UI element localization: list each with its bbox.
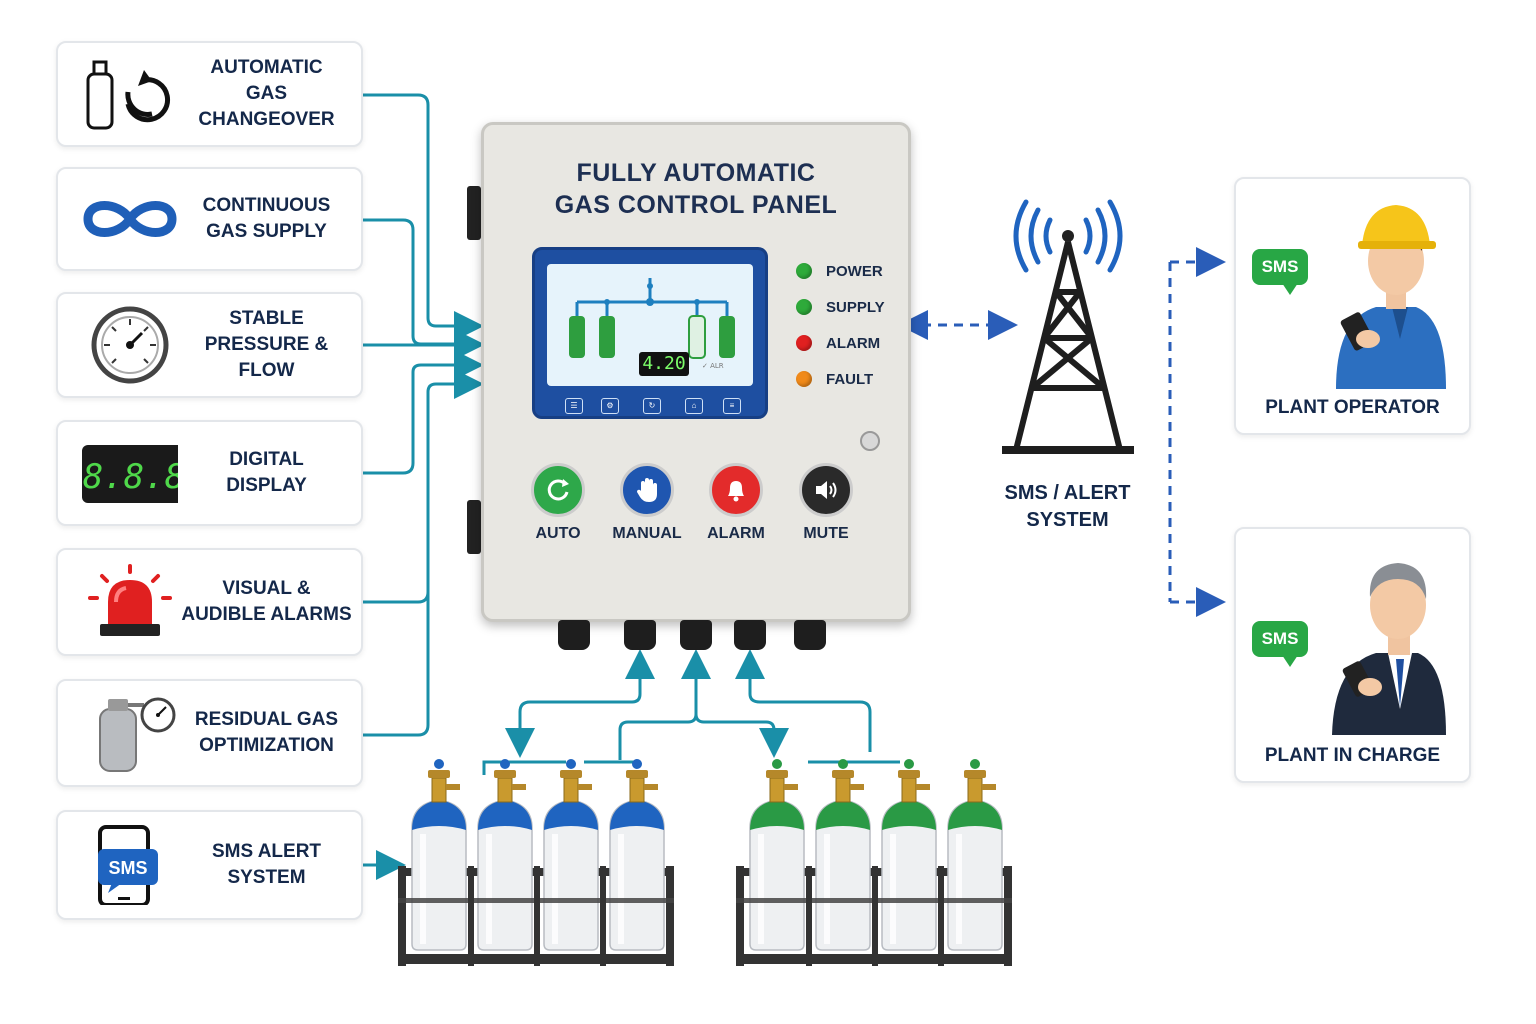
cable-gland-4	[734, 620, 766, 650]
indicator-supply: SUPPLY	[796, 297, 885, 317]
refresh-icon	[547, 479, 569, 501]
gas-cylinder	[947, 759, 1003, 951]
screen-status-tag: ✓ ALR	[702, 362, 724, 370]
fault-led	[796, 371, 812, 387]
panel-key-lock[interactable]	[860, 431, 880, 451]
radio-tower-icon	[1002, 199, 1134, 454]
screen-nav-button-2[interactable]: ⚙	[601, 398, 619, 414]
sms-badge-operator: SMS	[1252, 249, 1308, 295]
auto-button[interactable]: AUTO	[528, 463, 588, 543]
gas-cylinder	[609, 759, 665, 951]
plant-in-charge-label: PLANT IN CHARGE	[1264, 745, 1441, 766]
screen-mimic-diagram: 4.20 ✓ ALR	[547, 264, 753, 386]
mute-button[interactable]: MUTE	[796, 463, 856, 543]
indicator-fault: FAULT	[796, 369, 873, 389]
recipient-card-plant-operator: SMS PLANT OPERATOR	[1234, 177, 1471, 435]
svg-text:8.8.8: 8.8.8	[83, 457, 178, 497]
screen-digital-readout: 4.20	[639, 352, 689, 376]
speaker-icon	[816, 481, 837, 499]
screen-nav-button-4[interactable]: ⌂	[685, 398, 703, 414]
indicator-alarm: ALARM	[796, 333, 880, 353]
screen-nav-button-1[interactable]: ☰	[565, 398, 583, 414]
operator-with-hardhat-icon	[1336, 205, 1446, 389]
phone-sms-icon: SMS	[82, 825, 178, 907]
blue-cylinder-bank	[398, 758, 674, 975]
gas-cylinder	[815, 759, 871, 951]
supply-led	[796, 299, 812, 315]
alarm-led	[796, 335, 812, 351]
gas-cylinder	[477, 759, 533, 951]
gas-cylinder	[749, 759, 805, 951]
infinity-icon	[82, 179, 178, 259]
panel-hinge-bottom	[467, 500, 481, 554]
indicator-power: POWER	[796, 261, 883, 281]
gas-control-panel: FULLY AUTOMATIC GAS CONTROL PANEL 4.20	[481, 122, 911, 622]
cable-gland-1	[558, 620, 590, 650]
digital-display-icon: 8.8.8	[82, 433, 186, 513]
pressure-gauge-icon	[82, 305, 178, 385]
screen-nav-button-5[interactable]: ≡	[723, 398, 741, 414]
green-cylinder-bank	[736, 758, 1012, 975]
cylinder-changeover-icon	[82, 54, 178, 134]
cable-gland-3	[680, 620, 712, 650]
panel-title-line1: FULLY AUTOMATIC	[576, 159, 816, 187]
manager-in-suit-icon	[1332, 563, 1446, 735]
gas-cylinder	[881, 759, 937, 951]
panel-title-line2: GAS CONTROL PANEL	[554, 191, 838, 219]
gas-cylinder	[543, 759, 599, 951]
recipient-card-plant-in-charge: SMS PLANT IN CHARGE	[1234, 527, 1471, 783]
alarm-beacon-icon	[82, 562, 178, 642]
cable-gland-2	[624, 620, 656, 650]
manual-button[interactable]: MANUAL	[612, 463, 682, 543]
cylinder-gauge-icon	[82, 693, 178, 773]
feature-card-alarms: VISUAL &AUDIBLE ALARMS	[56, 548, 363, 656]
gas-cylinder	[411, 759, 467, 951]
power-led	[796, 263, 812, 279]
bell-icon	[728, 481, 744, 502]
touch-screen[interactable]: 4.20 ✓ ALR ☰ ⚙ ↻ ⌂ ≡	[532, 247, 768, 419]
plant-operator-label: PLANT OPERATOR	[1265, 397, 1440, 418]
cable-gland-5	[794, 620, 826, 650]
alarm-button[interactable]: ALARM	[706, 463, 766, 543]
hand-icon	[636, 478, 657, 502]
panel-hinge-top	[467, 186, 481, 240]
screen-nav-button-3[interactable]: ↻	[643, 398, 661, 414]
svg-text:SMS: SMS	[108, 858, 147, 878]
sms-badge-in-charge: SMS	[1252, 621, 1308, 667]
